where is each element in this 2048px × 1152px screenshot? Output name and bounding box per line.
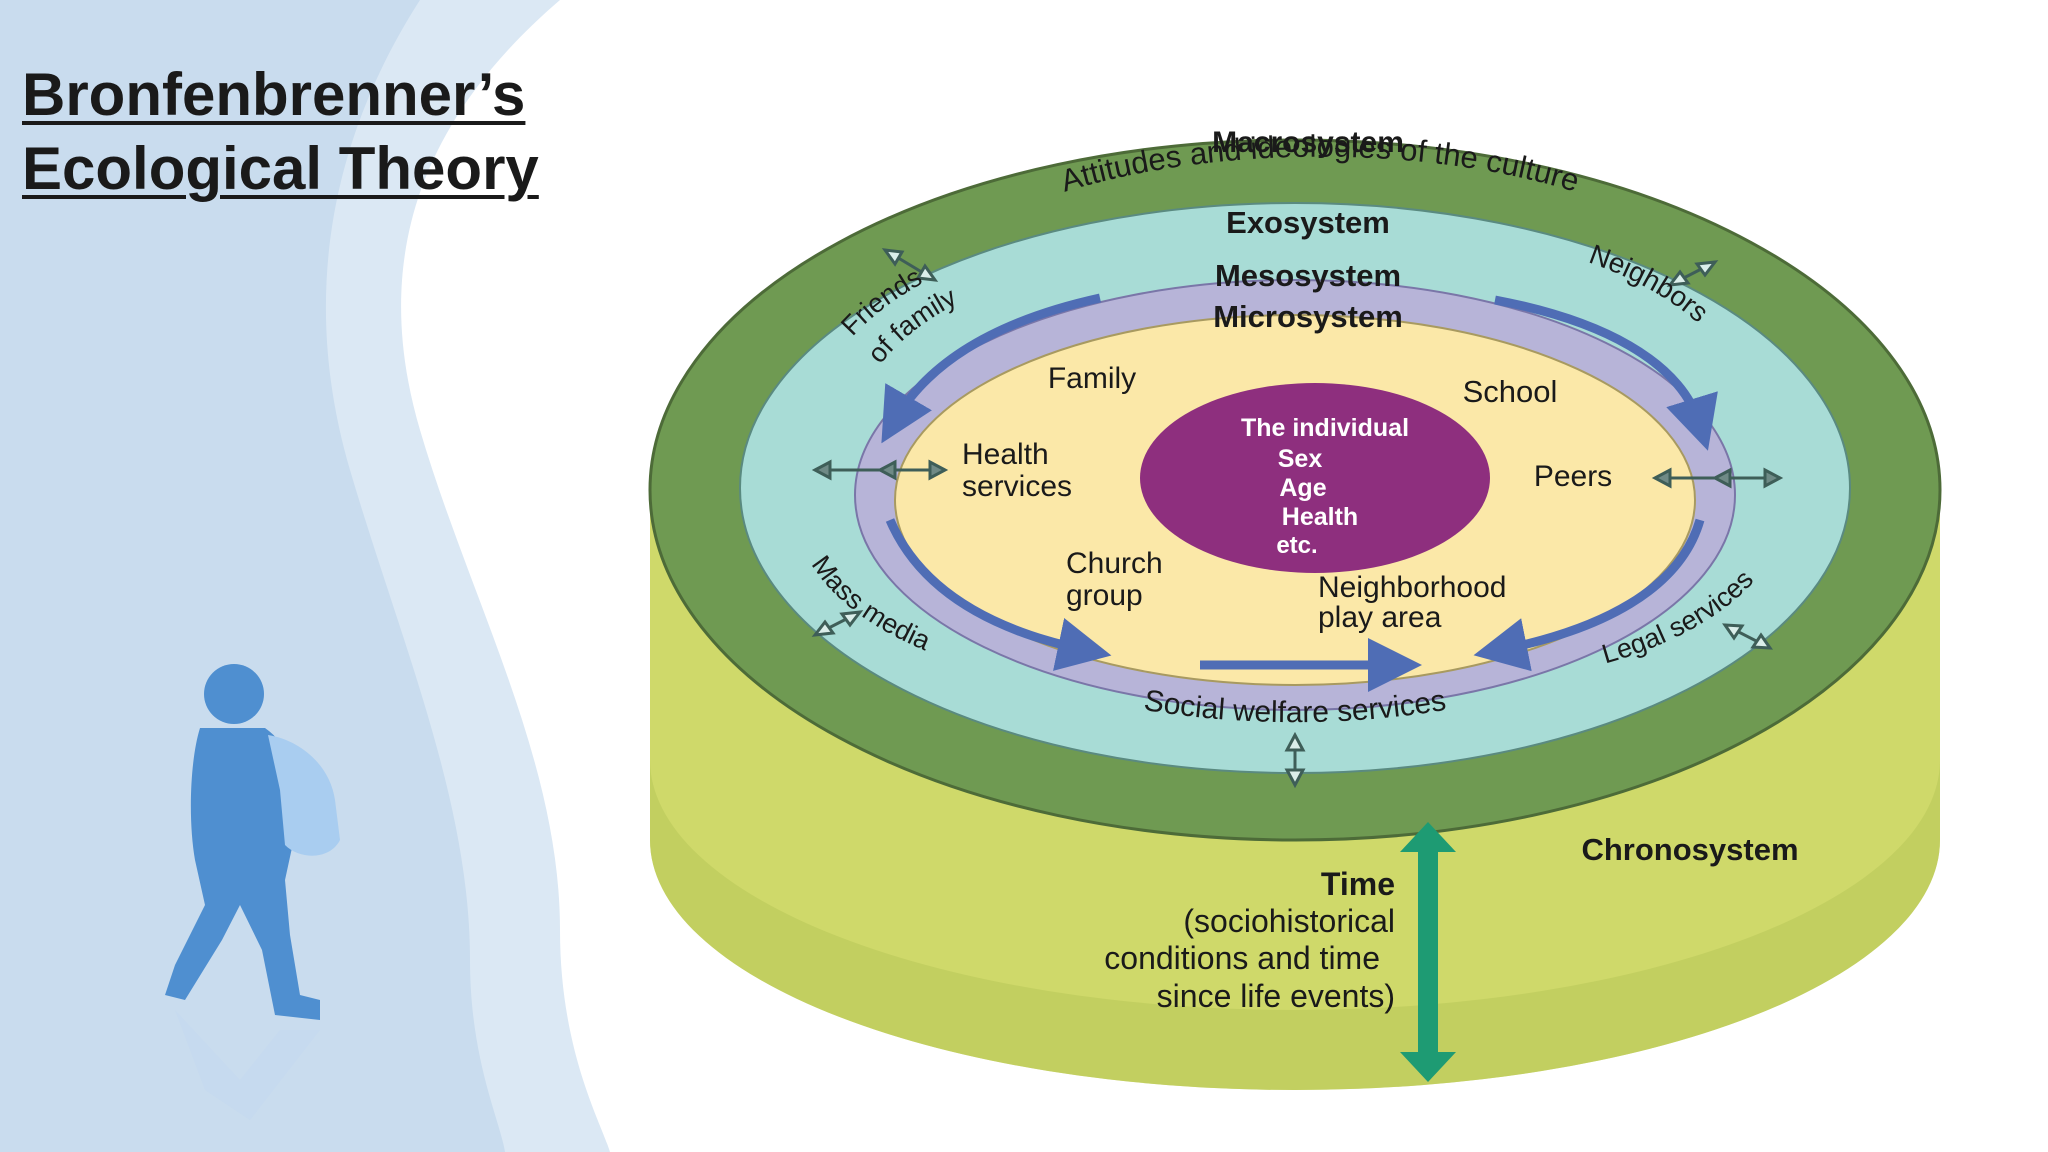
microsystem-label: Microsystem: [1213, 299, 1403, 334]
meso-arrow-1: [881, 293, 1101, 444]
microsystem-family: Family: [1048, 362, 1136, 395]
mesosystem-arrows: [881, 293, 1718, 692]
individual-line1: The individual: [1241, 414, 1409, 442]
top-right-connector-arrow: [1666, 260, 1719, 287]
microsystem-church-line1: Church: [1066, 547, 1163, 580]
microsystem-neighborhood-line2: play area: [1318, 601, 1442, 634]
individual-circle: [1140, 383, 1490, 573]
individual-line4: Health: [1282, 503, 1358, 531]
right-connector-arrow: [1651, 467, 1784, 489]
macrosystem-label: Macrosystem: [1212, 126, 1404, 159]
microsystem-neighborhood-line1: Neighborhood: [1318, 571, 1506, 604]
microsystem-church-line2: group: [1066, 579, 1143, 612]
exosystem-label: Exosystem: [1226, 205, 1390, 240]
individual-line5: etc.: [1276, 532, 1317, 559]
microsystem-peers: Peers: [1534, 460, 1612, 493]
title-line-1: Bronfenbrenner’s: [22, 61, 526, 128]
mesosystem-label: Mesosystem: [1215, 258, 1401, 293]
individual-line2: Sex: [1278, 445, 1323, 473]
bottom-right-connector-arrow: [1722, 623, 1773, 650]
connector-arrows: [811, 248, 1784, 789]
individual-text: The individual Sex Age Health etc.: [1241, 414, 1409, 559]
walking-person-reflection: [175, 1010, 320, 1120]
time-arrow: [1400, 822, 1456, 1082]
time-line1: (sociohistorical: [1183, 903, 1395, 939]
bottom-left-connector-arrow: [811, 610, 864, 637]
meso-arrow-4: [1473, 518, 1705, 672]
time-line2: conditions and time: [1104, 940, 1380, 976]
chronosystem-label: Chronosystem: [1581, 832, 1798, 867]
time-line3: since life events): [1157, 978, 1395, 1014]
bottom-connector-arrow: [1284, 731, 1306, 789]
left-connector-arrow: [811, 459, 949, 481]
cylinder-side-shading: [650, 760, 1940, 1090]
microsystem-health-line2: services: [962, 470, 1072, 503]
title-line-2: Ecological Theory: [22, 135, 539, 202]
time-title: Time: [1321, 866, 1395, 902]
microsystem-health-line1: Health: [962, 438, 1049, 471]
microsystem-school: School: [1463, 374, 1558, 409]
meso-arrow-2: [1494, 295, 1718, 451]
meso-arrow-3: [885, 518, 1112, 671]
walking-person-icon: [165, 664, 340, 1020]
top-left-connector-arrow: [881, 248, 939, 282]
individual-line3: Age: [1279, 474, 1326, 502]
page-title: Bronfenbrenner’s Ecological Theory: [22, 58, 539, 206]
background-wave-inner: [0, 0, 505, 1152]
